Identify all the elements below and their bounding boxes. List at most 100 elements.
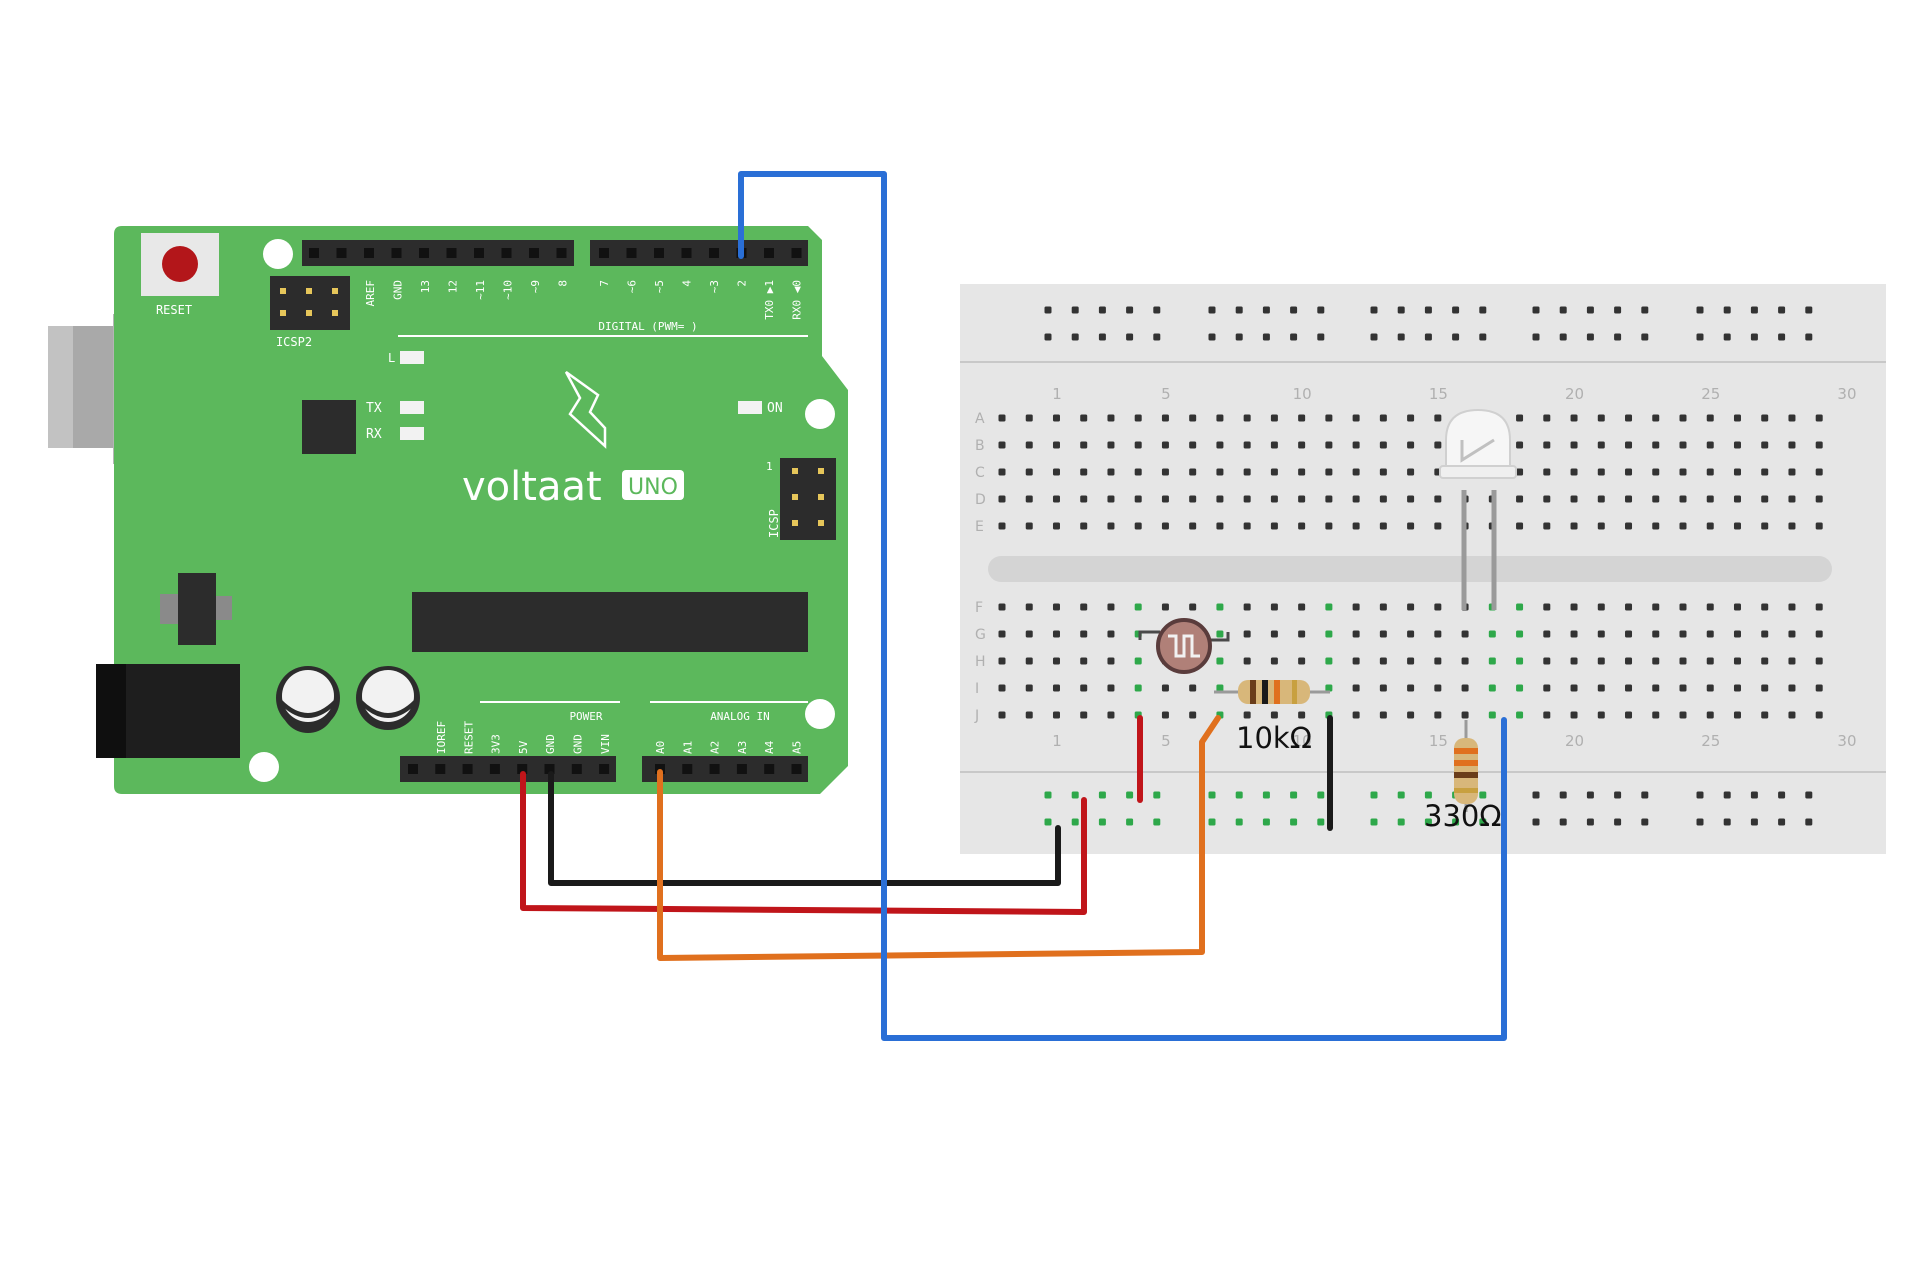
breadboard-hole — [1733, 657, 1741, 665]
breadboard-hole — [1107, 522, 1115, 530]
rail-hole — [1452, 818, 1460, 826]
breadboard-hole — [1161, 522, 1169, 530]
wire-d2[interactable] — [738, 171, 1507, 1041]
digital-pin-label: ~3 — [708, 280, 721, 293]
digital-pin-label: 7 — [598, 280, 611, 287]
rail-hole — [1641, 791, 1649, 799]
led[interactable] — [1439, 408, 1517, 610]
header-pin — [599, 248, 609, 258]
breadboard-hole — [1189, 522, 1197, 530]
breadboard-hole — [1788, 414, 1796, 422]
breadboard-hole — [1543, 522, 1551, 530]
header-pin — [544, 764, 555, 774]
breadboard-hole — [1325, 441, 1333, 449]
breadboard-hole — [1270, 468, 1278, 476]
breadboard-hole — [1516, 657, 1524, 665]
led-tx — [400, 401, 424, 414]
model-label: UNO — [628, 475, 678, 500]
breadboard-hole — [1243, 468, 1251, 476]
power-pin-label: IOREF — [435, 721, 448, 754]
breadboard-hole — [1625, 630, 1633, 638]
breadboard-hole — [1788, 684, 1796, 692]
header-pin — [736, 764, 747, 774]
breadboard-hole — [998, 630, 1006, 638]
breadboard-hole — [1761, 711, 1769, 719]
breadboard-hole — [1052, 657, 1060, 665]
breadboard-hole — [1107, 414, 1115, 422]
breadboard-hole — [1407, 657, 1415, 665]
digital-pin-label: 12 — [447, 280, 460, 293]
breadboard-hole — [1516, 684, 1524, 692]
rail-hole — [1153, 306, 1161, 314]
column-label: 20 — [1565, 385, 1584, 403]
breadboard-hole — [1733, 630, 1741, 638]
breadboard-hole — [1679, 495, 1687, 503]
breadboard-hole — [1080, 684, 1088, 692]
breadboard-hole — [1107, 684, 1115, 692]
rail-hole — [1317, 306, 1325, 314]
rail-hole — [1235, 818, 1243, 826]
rail-hole — [1641, 333, 1649, 341]
breadboard-hole — [1379, 630, 1387, 638]
rail-hole — [1397, 818, 1405, 826]
column-label: 1 — [1052, 732, 1062, 750]
breadboard-hole — [1570, 441, 1578, 449]
wire-gnd[interactable] — [548, 771, 1061, 886]
rail-hole — [1153, 333, 1161, 341]
breadboard-hole — [1679, 630, 1687, 638]
rail-hole — [1424, 333, 1432, 341]
breadboard-hole — [1134, 414, 1142, 422]
breadboard-hole — [1652, 414, 1660, 422]
breadboard-hole — [1434, 495, 1442, 503]
breadboard-hole — [1543, 468, 1551, 476]
breadboard-hole — [1570, 657, 1578, 665]
breadboard-hole — [1325, 468, 1333, 476]
breadboard-hole — [1516, 522, 1524, 530]
row-label: I — [975, 681, 979, 697]
breadboard-hole — [1434, 630, 1442, 638]
resistor-330[interactable] — [1454, 720, 1478, 812]
voltaat-logo-icon — [564, 370, 607, 449]
rail-hole — [1098, 818, 1106, 826]
icsp-pin1-label: 1 — [766, 460, 773, 473]
breadboard-hole — [1325, 603, 1333, 611]
resistor-10k[interactable] — [1214, 680, 1330, 704]
wire-a0[interactable] — [657, 715, 1221, 961]
breadboard-hole — [1107, 468, 1115, 476]
breadboard-hole — [1107, 603, 1115, 611]
rail-hole — [1750, 818, 1758, 826]
breadboard-hole — [1597, 711, 1605, 719]
row-label: E — [975, 519, 984, 535]
breadboard-hole — [1706, 522, 1714, 530]
rail-hole — [1208, 818, 1216, 826]
power-pin-label: GND — [544, 734, 557, 754]
power-label: POWER — [569, 710, 602, 723]
breadboard-hole — [1652, 603, 1660, 611]
rail-hole — [1479, 333, 1487, 341]
wire-5v[interactable] — [520, 771, 1087, 915]
breadboard-hole — [1216, 657, 1224, 665]
rail-hole — [1559, 818, 1567, 826]
breadboard-hole — [1516, 468, 1524, 476]
reset-button-cap[interactable] — [162, 246, 198, 282]
mounting-hole — [805, 699, 835, 729]
rail-hole — [1208, 306, 1216, 314]
breadboard-hole — [1161, 414, 1169, 422]
rail-hole — [1559, 791, 1567, 799]
digital-pin-label: 13 — [419, 280, 432, 293]
rail-hole — [1452, 306, 1460, 314]
rail-hole — [1370, 306, 1378, 314]
breadboard-hole — [1379, 522, 1387, 530]
rail-hole — [1750, 333, 1758, 341]
breadboard-hole — [1216, 468, 1224, 476]
rail-hole — [1098, 333, 1106, 341]
header-pin — [599, 764, 610, 774]
row-label: B — [975, 438, 985, 454]
breadboard-hole — [1407, 441, 1415, 449]
breadboard-hole — [1407, 495, 1415, 503]
breadboard-hole — [1679, 468, 1687, 476]
photoresistor[interactable] — [1138, 618, 1230, 674]
breadboard-hole — [1243, 630, 1251, 638]
breadboard-hole — [1025, 603, 1033, 611]
breadboard-hole — [1352, 468, 1360, 476]
